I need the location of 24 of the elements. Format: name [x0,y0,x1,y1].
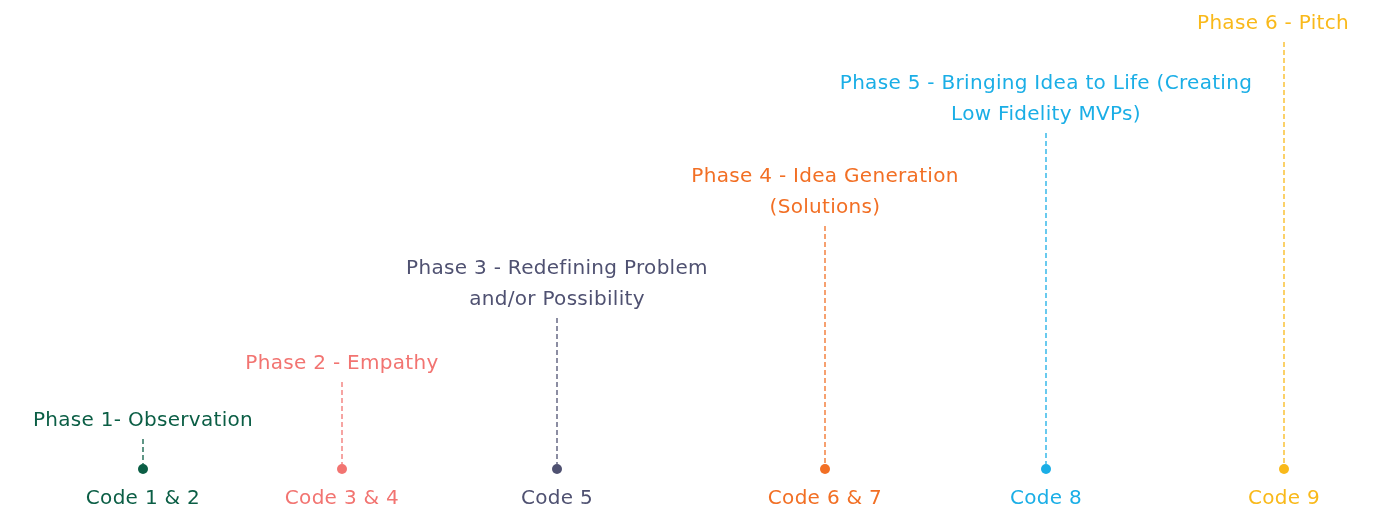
phase-label: Phase 6 - Pitch [1163,7,1383,38]
phase-label: Phase 2 - Empathy [212,347,472,378]
code-label: Code 3 & 4 [283,485,401,509]
timeline-dot [1279,464,1289,474]
dashed-connector [824,225,826,465]
code-label: Code 8 [1008,485,1084,509]
dashed-connector [1045,132,1047,465]
dashed-connector [556,317,558,465]
timeline-dot [138,464,148,474]
dashed-connector [1283,41,1285,465]
code-label: Code 5 [519,485,595,509]
timeline-dot [337,464,347,474]
code-label: Code 6 & 7 [766,485,884,509]
timeline-dot [1041,464,1051,474]
code-label: Code 9 [1246,485,1322,509]
phase-label: Phase 3 - Redefining Problem and/or Possibility [377,252,737,314]
dashed-connector [142,438,144,465]
phase-label: Phase 5 - Bringing Idea to Life (Creating Low Fidelity MVPs) [836,67,1256,129]
timeline-dot [552,464,562,474]
timeline-dot [820,464,830,474]
code-label: Code 1 & 2 [84,485,202,509]
dashed-connector [341,381,343,465]
phase-label: Phase 1- Observation [0,404,293,435]
phase-label: Phase 4 - Idea Generation (Solutions) [675,160,975,222]
